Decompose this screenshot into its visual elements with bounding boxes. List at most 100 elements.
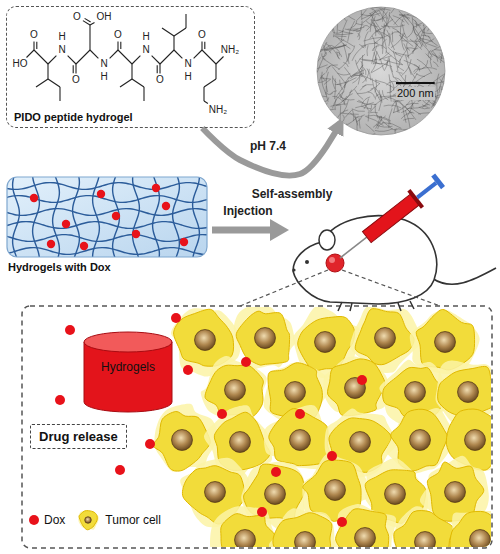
- label-anchor: N: [184, 59, 191, 69]
- atom-label: O: [73, 12, 81, 22]
- fiber: [319, 42, 327, 52]
- cell-glow: [331, 504, 396, 547]
- fiber: [375, 104, 378, 119]
- atom-label: O: [30, 30, 38, 40]
- fiber: [342, 90, 352, 102]
- bond-line: [36, 79, 48, 87]
- fiber: [393, 16, 404, 23]
- bond-line: [117, 42, 118, 51]
- label-anchor: N: [142, 45, 149, 55]
- fiber: [326, 65, 330, 72]
- tem-disc: [317, 7, 445, 135]
- fiber: [329, 39, 344, 52]
- chemical-structure: [27, 14, 224, 104]
- fiber: [352, 109, 365, 112]
- fiber: [430, 56, 431, 67]
- polymer-strand: [133, 177, 140, 257]
- fiber: [337, 73, 350, 75]
- bond-line: [48, 56, 56, 64]
- fiber: [332, 76, 335, 89]
- fiber: [326, 65, 338, 69]
- fiber: [415, 38, 417, 44]
- bond-line: [110, 50, 118, 58]
- fiber: [398, 107, 400, 113]
- fiber: [380, 9, 388, 19]
- fiber: [419, 39, 437, 47]
- syringe: [333, 171, 447, 267]
- fiber: [361, 11, 378, 20]
- fiber: [375, 80, 393, 88]
- cell-nucleus: [410, 430, 431, 451]
- bond-line: [47, 64, 48, 79]
- label-anchor: NH₂: [209, 105, 227, 115]
- fiber: [423, 25, 424, 39]
- mouse-eye: [305, 260, 309, 264]
- fiber: [398, 59, 401, 68]
- fiber: [336, 49, 339, 56]
- bond-line: [159, 64, 160, 74]
- label-anchor: HO: [13, 59, 28, 69]
- label-anchor: O: [198, 30, 206, 40]
- fiber: [334, 79, 336, 99]
- bond-line: [118, 50, 132, 64]
- dox-dot: [80, 242, 88, 250]
- bond-line: [90, 22, 95, 25]
- cell-nucleus: [290, 430, 311, 451]
- bond-line: [132, 56, 140, 64]
- fiber: [383, 47, 386, 54]
- legend-item: Tumor cell: [75, 508, 161, 532]
- cell-body: [273, 513, 332, 547]
- polymer-strand: [153, 177, 160, 257]
- fiber: [396, 71, 402, 73]
- cell-nucleus: [195, 330, 216, 351]
- scale-bar: [396, 82, 435, 84]
- bond-line: [194, 50, 202, 58]
- fiber: [348, 46, 354, 56]
- zoom-panel: [22, 306, 492, 548]
- fiber: [439, 56, 446, 64]
- fiber: [364, 37, 382, 41]
- fiber: [368, 92, 375, 97]
- fiber: [390, 67, 394, 78]
- cell-nucleus: [205, 482, 226, 503]
- bond-line: [201, 42, 202, 51]
- fiber: [316, 57, 321, 64]
- fiber: [347, 70, 364, 79]
- dox-dot: [112, 212, 120, 220]
- fiber: [395, 78, 402, 82]
- fiber: [359, 118, 360, 128]
- fiber: [370, 29, 380, 38]
- cell-nucleus: [85, 517, 91, 523]
- dox-dot: [271, 467, 281, 477]
- fiber: [382, 90, 388, 100]
- fiber: [336, 52, 342, 57]
- fiber: [337, 110, 348, 119]
- fiber: [335, 98, 336, 110]
- tem-micrograph: [316, 6, 446, 136]
- polymer-strand: [73, 177, 80, 257]
- tumor-cells: [153, 307, 491, 547]
- cell-body: [394, 511, 453, 547]
- fiber: [331, 105, 341, 107]
- zoom-leader: [342, 270, 440, 306]
- fiber: [378, 56, 391, 60]
- cell-body: [336, 509, 389, 547]
- mouse-ear: [319, 230, 335, 250]
- label-anchor: pH 7.4: [248, 140, 288, 154]
- fiber: [322, 72, 326, 81]
- fiber: [328, 45, 334, 47]
- legend-symbol: [75, 508, 101, 532]
- fiber: [441, 41, 444, 63]
- fiber: [340, 8, 355, 21]
- compound-name: PIDO peptide hydrogel: [14, 111, 254, 124]
- fiber: [368, 112, 370, 121]
- bond-line: [68, 56, 76, 64]
- fiber: [390, 33, 395, 50]
- dox-dot: [162, 202, 170, 210]
- dox-dot: [327, 451, 337, 461]
- bond-line: [59, 87, 60, 101]
- fiber: [361, 43, 378, 46]
- scale-bar-label: 200 nm: [396, 87, 435, 100]
- syringe-plunger: [416, 181, 437, 199]
- cell-nucleus: [405, 382, 426, 403]
